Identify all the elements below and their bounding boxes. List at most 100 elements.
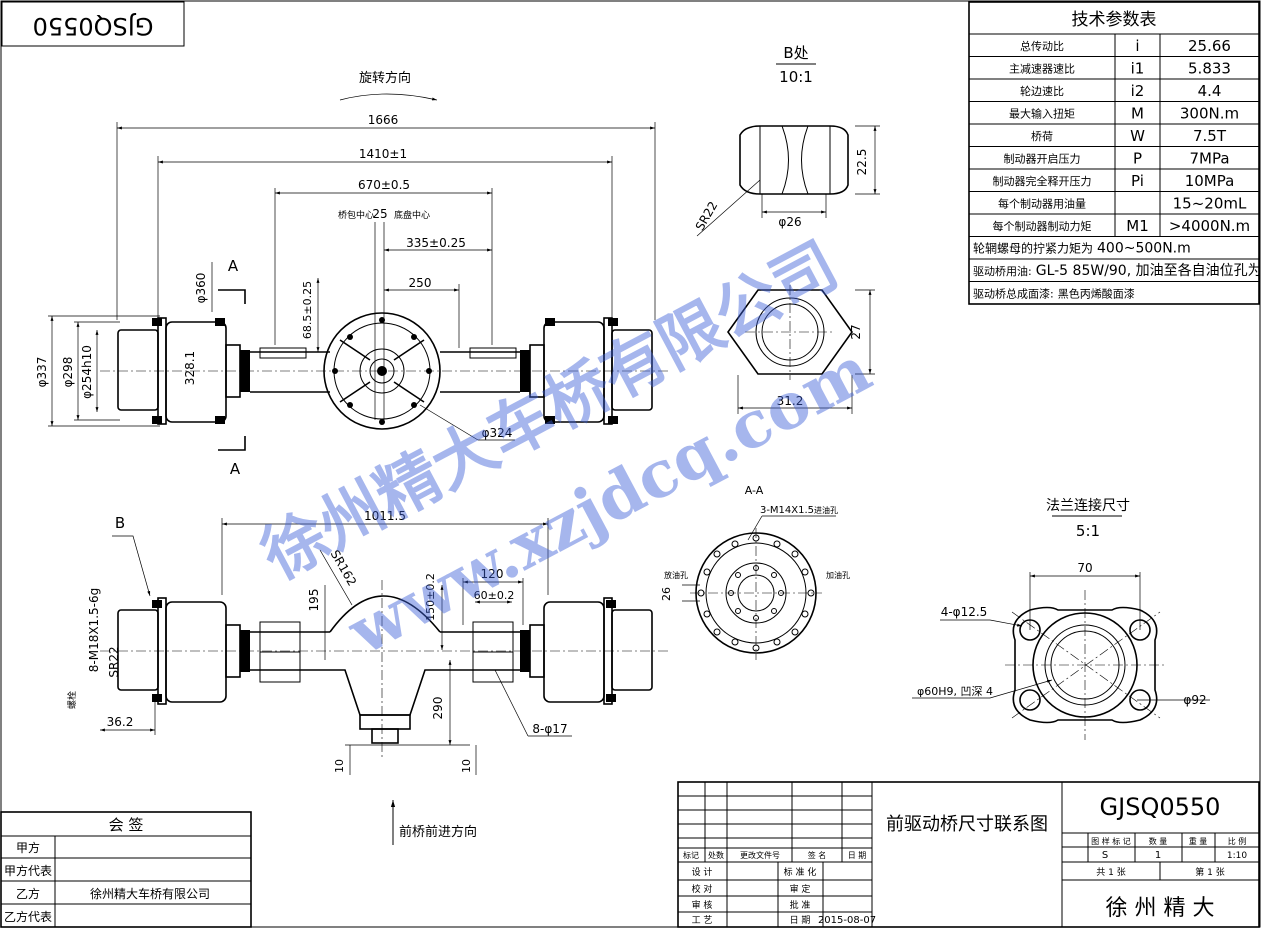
dim-290: 290 xyxy=(431,697,445,720)
tech-param-value: 7MPa xyxy=(1189,150,1229,168)
rotation-direction-label: 旋转方向 xyxy=(359,70,411,86)
tb-mid-label: 标 准 化 xyxy=(784,866,817,878)
tech-param-name: 轮边速比 xyxy=(1020,84,1064,98)
tech-param-symbol: i xyxy=(1135,37,1139,55)
rev-header: 更改文件号 xyxy=(740,850,780,860)
dim-1410: 1410±1 xyxy=(359,147,407,161)
detail-b-22-5: 22.5 xyxy=(855,149,869,176)
detail-b-31-2: 31.2 xyxy=(777,394,804,408)
sign-table: 会 签 甲方 甲方代表 乙方 乙方代表 徐州精大车桥有限公司 xyxy=(0,811,252,928)
section-aa-26: 26 xyxy=(660,587,673,601)
dim-60: 60±0.2 xyxy=(474,589,515,602)
dim-d337: φ337 xyxy=(35,357,49,388)
tech-param-symbol: M xyxy=(1131,105,1144,123)
rev-header: 签 名 xyxy=(808,850,827,860)
section-aa-thread: 3-M14X1.5 xyxy=(760,505,814,516)
tech-param-name: 总传动比 xyxy=(1020,39,1064,53)
flange-d92: φ92 xyxy=(1183,693,1206,707)
sign-row-value: 徐州精大车桥有限公司 xyxy=(90,886,210,901)
section-aa: A-A 3-M14X1.5 进油孔 加油孔 放油孔 26 xyxy=(660,484,850,660)
dim-25: 25 xyxy=(372,207,387,221)
tb-col-value: S xyxy=(1102,850,1108,861)
section-aa-port-in: 进油孔 xyxy=(814,505,838,515)
tb-col-header: 重 量 xyxy=(1189,836,1208,846)
tech-param-value: 10MPa xyxy=(1185,172,1235,190)
rotation-arrow xyxy=(339,93,438,101)
dim-250: 250 xyxy=(409,276,432,290)
tech-param-symbol: M1 xyxy=(1126,217,1149,235)
sign-row-label: 乙方 xyxy=(16,886,40,901)
tb-col-header: 比 例 xyxy=(1228,836,1247,846)
dim-36-2: 36.2 xyxy=(107,715,134,729)
tech-table-title: 技术参数表 xyxy=(1072,10,1157,30)
section-aa-label: A-A xyxy=(745,484,764,497)
tech-param-symbol: i2 xyxy=(1131,82,1145,100)
tb-col-header: 数 量 xyxy=(1149,836,1168,846)
tb-col-header: 图 样 标 记 xyxy=(1091,836,1131,846)
tech-note-label: 轮辋螺母的拧紧力矩为 xyxy=(973,241,1093,256)
tb-sheets-total: 共 1 张 xyxy=(1096,867,1125,878)
tb-mid-label: 日 期 xyxy=(790,915,811,926)
tech-param-value: 25.66 xyxy=(1188,37,1231,55)
tb-left-label: 校 对 xyxy=(692,883,713,895)
sign-row-label: 甲方代表 xyxy=(4,863,52,878)
dim-1666: 1666 xyxy=(368,113,399,127)
label-axle-center: 桥包中心 xyxy=(338,209,374,221)
drawing-title: 前驱动桥尺寸联系图 xyxy=(886,814,1048,835)
tb-mid-label: 审 定 xyxy=(790,883,811,895)
flange-70: 70 xyxy=(1077,561,1092,575)
tb-mid-label: 批 准 xyxy=(790,899,811,911)
rev-header: 处数 xyxy=(708,850,724,860)
dim-150: 150±0.2 xyxy=(424,573,437,621)
dim-d360: φ360 xyxy=(194,273,208,304)
detail-b-d26: φ26 xyxy=(778,215,801,229)
detail-b-sr22: SR22 xyxy=(693,199,721,233)
sign-row-label: 甲方 xyxy=(16,840,40,855)
section-aa-port-drain: 放油孔 xyxy=(664,570,688,580)
section-aa-port-fill: 加油孔 xyxy=(826,570,850,580)
dim-d254: φ254h10 xyxy=(80,345,94,399)
detail-b-title: B处 xyxy=(783,44,808,62)
tech-note-value: 400~500N.m xyxy=(1097,241,1191,257)
tb-col-value: 1 xyxy=(1155,850,1161,861)
dim-thread-m18: 8-M18X1.5-6g xyxy=(87,588,101,672)
tech-param-symbol: Pi xyxy=(1131,172,1144,190)
tech-note: 驱动桥总成面漆:黑色丙烯酸面漆 xyxy=(973,287,1135,301)
tech-note-value: GL-5 85W/90, 加油至各自油位孔为宜 xyxy=(1036,263,1261,279)
tech-param-name: 桥荷 xyxy=(1031,130,1053,143)
tb-col-value: 1:10 xyxy=(1227,851,1247,861)
dim-195: 195 xyxy=(307,589,321,612)
tech-note-value: 黑色丙烯酸面漆 xyxy=(1058,287,1135,301)
rotated-drawing-number: GJSQ0550 xyxy=(33,12,154,40)
detail-b-27: 27 xyxy=(849,324,863,339)
dim-120: 120 xyxy=(481,567,504,581)
tech-param-value: 300N.m xyxy=(1180,105,1239,123)
front-direction-label: 前桥前进方向 xyxy=(399,824,477,840)
flange-detail: 法兰连接尺寸 5:1 70 4-φ12.5 φ60H9, 凹深 4 φ92 xyxy=(912,497,1210,740)
section-a-top: A xyxy=(228,257,239,275)
tech-note: 驱动桥用油: GL-5 85W/90, 加油至各自油位孔为宜 xyxy=(973,263,1261,279)
tech-param-value: 15~20mL xyxy=(1173,195,1247,213)
dim-8-d17: 8-φ17 xyxy=(532,722,567,736)
dim-d324: φ324 xyxy=(482,426,513,440)
dim-10-right: 10 xyxy=(460,759,473,773)
detail-b-scale: 10:1 xyxy=(779,68,813,86)
tb-left-label: 设 计 xyxy=(692,866,713,878)
tech-note-label: 驱动桥用油: xyxy=(973,264,1032,278)
tb-company: 徐 州 精 大 xyxy=(1106,896,1215,921)
tech-param-name: 制动器开启压力 xyxy=(1004,153,1081,166)
flange-scale: 5:1 xyxy=(1076,522,1100,540)
dim-328: 328.1 xyxy=(183,351,197,385)
drawing-number: GJSQ0550 xyxy=(1100,793,1221,821)
flange-holes: 4-φ12.5 xyxy=(941,605,988,619)
label-chassis-center: 底盘中心 xyxy=(394,209,430,221)
tech-param-name: 主减速器速比 xyxy=(1009,63,1075,76)
tech-param-value: >4000N.m xyxy=(1169,217,1250,235)
rev-header: 标记 xyxy=(683,850,699,860)
label-bolt: 螺栓 xyxy=(66,691,78,709)
tb-sheet-no: 第 1 张 xyxy=(1195,866,1224,878)
flange-title: 法兰连接尺寸 xyxy=(1046,497,1130,514)
